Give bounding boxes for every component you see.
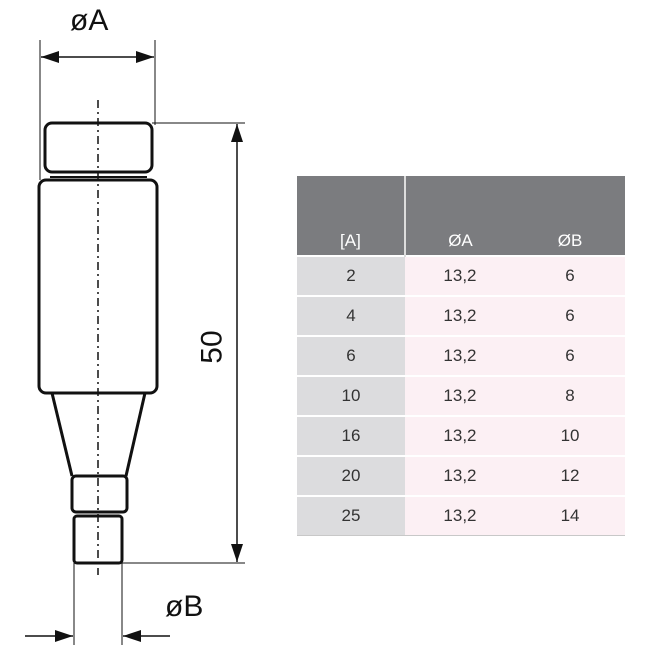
cell-diameter-a: 13,2 <box>404 455 516 497</box>
fuse-neck <box>70 474 129 514</box>
cell-diameter-b: 8 <box>515 375 625 417</box>
cell-rating: 10 <box>297 375 405 417</box>
cell-diameter-a: 13,2 <box>404 255 516 297</box>
dim-label-height: 50 <box>195 330 229 364</box>
cell-diameter-b: 6 <box>515 335 625 377</box>
cell-diameter-a: 13,2 <box>404 375 516 417</box>
cell-rating: 25 <box>297 495 405 536</box>
fuse-cap <box>43 121 154 174</box>
cell-diameter-b: 6 <box>515 295 625 337</box>
cell-diameter-b: 14 <box>515 495 625 536</box>
cell-diameter-a: 13,2 <box>404 335 516 377</box>
cell-diameter-b: 12 <box>515 455 625 497</box>
cell-diameter-a: 13,2 <box>404 415 516 457</box>
cell-rating: 6 <box>297 335 405 377</box>
header-rating: [A] <box>297 176 405 256</box>
cell-rating: 2 <box>297 255 405 297</box>
cell-rating: 16 <box>297 415 405 457</box>
cell-diameter-b: 6 <box>515 255 625 297</box>
fuse-taper <box>50 392 147 477</box>
cell-rating: 20 <box>297 455 405 497</box>
dim-label-b: øB <box>165 590 204 623</box>
dim-label-a: øA <box>70 4 109 37</box>
cell-diameter-b: 10 <box>515 415 625 457</box>
header-diameter-b: ØB <box>515 176 625 256</box>
cell-diameter-a: 13,2 <box>404 295 516 337</box>
fuse-contact <box>72 514 124 565</box>
cell-diameter-a: 13,2 <box>404 495 516 536</box>
header-diameter-a: ØA <box>403 176 516 256</box>
fuse-body <box>37 178 159 395</box>
cell-rating: 4 <box>297 295 405 337</box>
